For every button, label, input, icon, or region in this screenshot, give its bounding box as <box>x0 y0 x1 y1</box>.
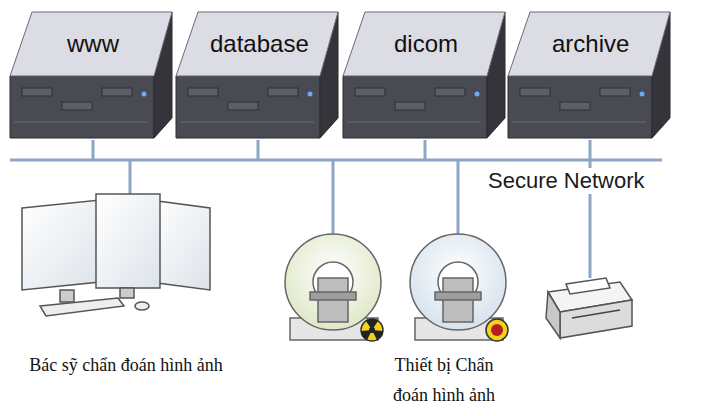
server-box: dicom <box>341 4 509 142</box>
mri-scanner <box>410 234 508 341</box>
printer <box>546 278 632 338</box>
network-label: Secure Network <box>486 168 647 194</box>
server-name: archive <box>552 30 629 58</box>
server-name: www <box>67 30 119 58</box>
server-box: database <box>174 4 342 142</box>
server-name: database <box>210 30 309 58</box>
caption: Bác sỹ chẩn đoán hình ảnh <box>28 350 224 380</box>
server-shape <box>174 4 342 142</box>
server-shape <box>8 4 176 142</box>
workstation <box>22 194 210 316</box>
server-box: archive <box>506 4 674 142</box>
ct-scanner <box>285 234 383 341</box>
server-shape <box>506 4 674 142</box>
server-shape <box>341 4 509 142</box>
server-box: www <box>8 4 176 142</box>
server-name: dicom <box>394 30 458 58</box>
caption: Thiết bị Chẩn đoán hình ảnh <box>346 350 542 410</box>
